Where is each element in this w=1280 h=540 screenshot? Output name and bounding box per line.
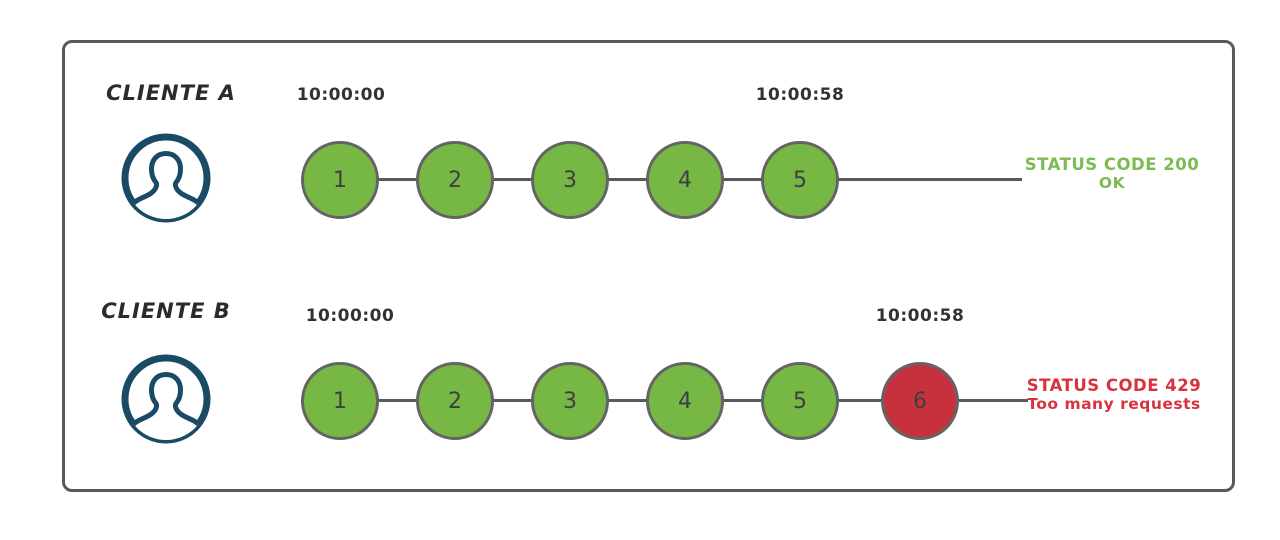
user-avatar-icon xyxy=(118,351,214,447)
user-avatar-icon xyxy=(118,130,214,226)
status-code-429-label: STATUS CODE 429 xyxy=(1026,376,1202,395)
request-circle-1: 1 xyxy=(301,141,379,219)
request-circle-6-blocked: 6 xyxy=(881,362,959,440)
request-circle-2: 2 xyxy=(416,141,494,219)
row-a-end-timestamp: 10:00:58 xyxy=(755,85,845,105)
row-a-status-text: STATUS CODE 200 OK xyxy=(1022,155,1202,193)
request-circle-4: 4 xyxy=(646,141,724,219)
row-b-status-text: STATUS CODE 429 Too many requests xyxy=(1024,376,1204,414)
diagram-frame xyxy=(62,40,1235,492)
status-code-200-label: STATUS CODE 200 xyxy=(1024,155,1200,174)
request-circle-1: 1 xyxy=(301,362,379,440)
request-circle-5: 5 xyxy=(761,362,839,440)
request-circle-3: 3 xyxy=(531,141,609,219)
client-b-label: CLIENTE B xyxy=(101,299,231,323)
too-many-requests-label: Too many requests xyxy=(1027,394,1201,413)
request-circle-3: 3 xyxy=(531,362,609,440)
client-a-label: CLIENTE A xyxy=(106,81,236,105)
row-a-start-timestamp: 10:00:00 xyxy=(296,85,386,105)
row-b-end-timestamp: 10:00:58 xyxy=(875,306,965,326)
request-circle-4: 4 xyxy=(646,362,724,440)
status-ok-label: OK xyxy=(1098,173,1126,192)
request-circle-5: 5 xyxy=(761,141,839,219)
row-b-start-timestamp: 10:00:00 xyxy=(305,306,395,326)
request-circle-2: 2 xyxy=(416,362,494,440)
